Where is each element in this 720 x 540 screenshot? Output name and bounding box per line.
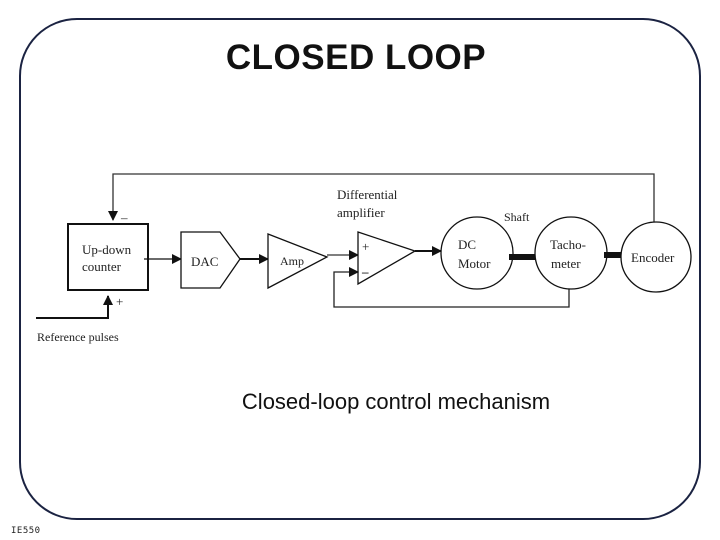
diff-amp-label-line1: Differential: [337, 187, 398, 202]
counter-plus-sign: +: [116, 294, 123, 309]
reference-input-line: [36, 295, 113, 319]
diffamp-minus-sign: –: [361, 264, 369, 279]
encoder-feedback-line: [108, 173, 655, 222]
encoder-block: [620, 221, 692, 293]
motor-label-line1: DC: [458, 237, 476, 252]
motor-label-line2: Motor: [458, 256, 491, 271]
tachometer-block: [534, 216, 608, 290]
diff-amp-label-line2: amplifier: [337, 205, 385, 220]
counter-minus-sign: –: [120, 210, 128, 225]
encoder-label: Encoder: [631, 250, 675, 265]
diffamp-plus-sign: +: [362, 239, 369, 254]
tacho-label-line2: meter: [551, 256, 581, 271]
amp-label: Amp: [280, 254, 304, 268]
amp-block: [267, 233, 329, 290]
reference-pulses-label: Reference pulses: [37, 330, 119, 344]
shaft-label: Shaft: [504, 210, 530, 224]
tacho-label-line1: Tacho-: [550, 237, 586, 252]
footer-course-code: IE550: [11, 526, 41, 536]
dac-label: DAC: [191, 254, 218, 269]
counter-label-line2: counter: [82, 259, 122, 274]
shaft-motor-tacho: [509, 254, 536, 260]
tachometer-feedback-line: [333, 267, 570, 308]
slide-frame: [19, 18, 701, 520]
counter-label-line1: Up-down: [82, 242, 132, 257]
slide-title: CLOSED LOOP: [225, 38, 487, 77]
differential-amplifier-block: [357, 231, 417, 286]
up-down-counter-block: [67, 223, 149, 291]
dc-motor-block: [440, 216, 514, 290]
figure-caption: Closed-loop control mechanism: [241, 389, 551, 414]
shaft-tacho-encoder: [604, 252, 623, 258]
dac-block: [180, 231, 241, 289]
